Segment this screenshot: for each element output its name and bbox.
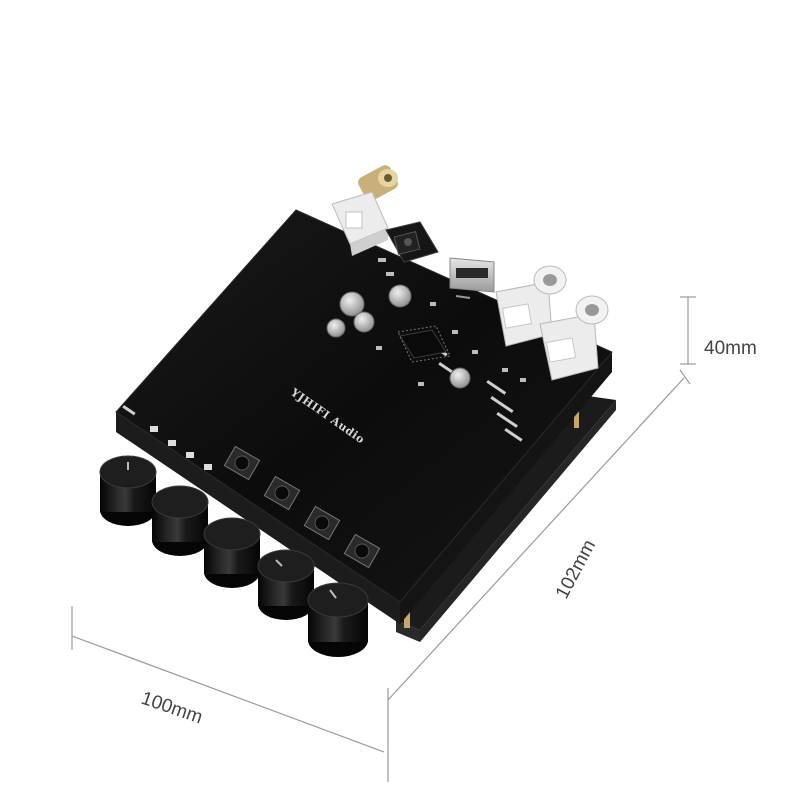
knob-4 (257, 549, 315, 620)
button-1 (223, 445, 261, 481)
control-knobs (99, 455, 369, 657)
width-label: 100mm (138, 688, 205, 728)
width-dimension-line (71, 635, 385, 753)
height-label: 40mm (704, 338, 757, 359)
depth-dimension-line (387, 377, 685, 701)
capacitor-5 (326, 318, 346, 338)
knob-5 (307, 582, 369, 657)
knob-1 (99, 455, 157, 526)
capacitor-2 (353, 311, 375, 333)
input-connector-block (331, 191, 389, 256)
amplifier-chip (397, 325, 451, 363)
aux-input-jack (358, 165, 398, 201)
button-3 (303, 505, 341, 541)
board-right-edge (400, 352, 612, 624)
depth-label: 102mm (552, 537, 600, 603)
capacitor-4 (449, 367, 471, 389)
led-4 (204, 464, 212, 470)
button-4 (343, 533, 381, 569)
led-indicators (150, 426, 212, 470)
knob-3 (203, 517, 261, 588)
smd-components (376, 258, 526, 386)
led-3 (186, 452, 194, 458)
knob-2 (151, 485, 209, 556)
capacitor-1 (339, 291, 365, 317)
led-1 (150, 426, 158, 432)
depth-tick-back (679, 369, 691, 385)
dimension-lines (71, 296, 696, 782)
capacitors (326, 284, 471, 389)
tactile-buttons (223, 445, 381, 569)
usb-port (449, 257, 495, 299)
speaker-terminal-right (539, 295, 609, 381)
board-front-edge (116, 412, 400, 624)
main-board (115, 209, 613, 624)
button-2 (263, 475, 301, 511)
capacitor-3 (388, 284, 412, 308)
led-2 (168, 440, 176, 446)
optical-input-jack (385, 221, 439, 263)
speaker-terminal-left (495, 265, 567, 347)
